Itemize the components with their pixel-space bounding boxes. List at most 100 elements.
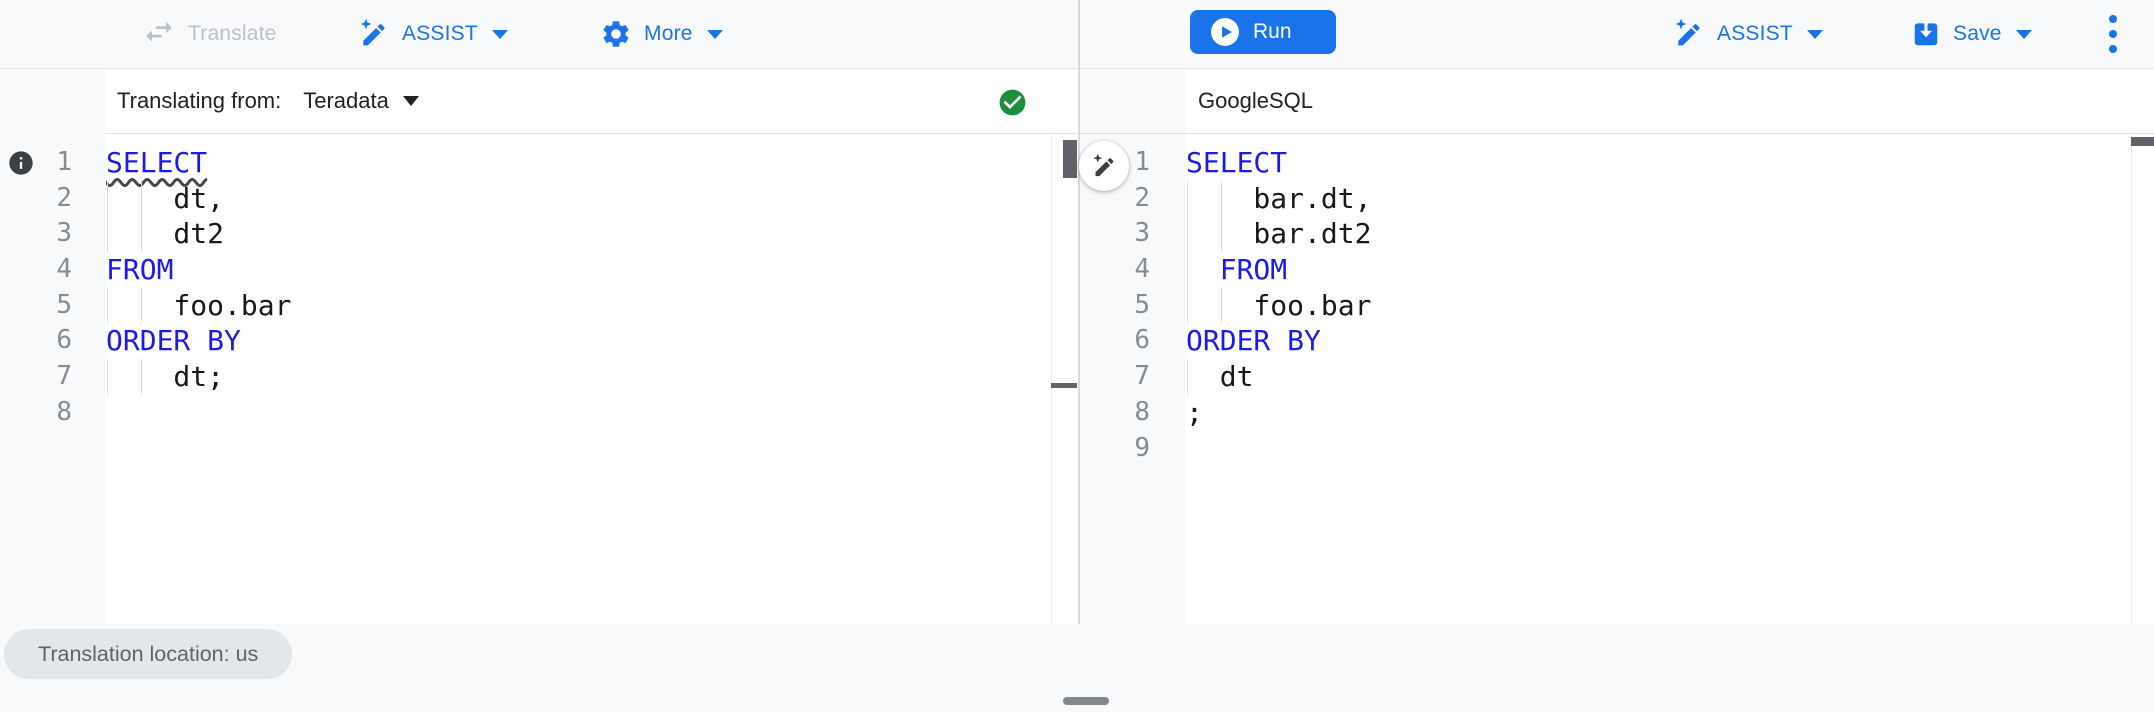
left-scrollbar-track [1051, 134, 1052, 624]
more-button[interactable]: More [600, 0, 723, 68]
code-row[interactable]: 2 dt, [0, 180, 1078, 217]
indent-guide [1187, 359, 1188, 395]
left-vertical-scrollbar-thumb[interactable] [1063, 140, 1077, 178]
overflow-menu-button[interactable] [2109, 0, 2117, 68]
assist-right-label: ASSIST [1717, 22, 1793, 45]
code-line[interactable]: dt [1186, 359, 1253, 395]
sql-text: dt; [106, 360, 225, 394]
panel-resize-handle[interactable] [1063, 697, 1109, 705]
caret-down-icon [402, 96, 419, 106]
code-row[interactable]: 8; [1080, 395, 2154, 431]
code-line[interactable]: ORDER BY [1186, 323, 1321, 359]
chevron-down-icon [2015, 29, 2032, 39]
right-vertical-scrollbar-thumb[interactable] [2131, 137, 2154, 146]
code-line[interactable]: bar.dt2 [1186, 216, 1372, 253]
indent-guide [107, 359, 108, 395]
sql-text: dt [1186, 360, 1254, 394]
save-arrow-icon [1911, 19, 1941, 49]
line-number: 1 [56, 147, 72, 177]
sql-keyword: ORDER BY [106, 324, 241, 358]
save-label: Save [1953, 22, 2002, 45]
indent-guide [140, 180, 142, 217]
indent-guide [1220, 287, 1222, 324]
code-line[interactable]: ; [1186, 395, 1203, 431]
code-line[interactable]: dt, [106, 180, 224, 217]
info-circle-icon [7, 149, 35, 177]
line-number: 8 [1134, 396, 1150, 427]
chevron-down-icon [491, 29, 508, 39]
line-info-annotation[interactable] [7, 149, 35, 177]
line-number: 5 [1134, 289, 1150, 320]
pane-divider[interactable] [1078, 0, 1080, 624]
code-row[interactable]: 5 foo.bar [0, 287, 1078, 324]
line-number: 3 [1134, 218, 1150, 249]
assist-left-label: ASSIST [402, 22, 478, 45]
translate-label: Translate [188, 22, 277, 45]
code-row[interactable]: 8 [0, 395, 1078, 431]
sql-text: bar.dt2 [1186, 217, 1372, 251]
indent-guide [107, 216, 108, 253]
code-line[interactable]: foo.bar [106, 287, 292, 324]
code-line[interactable]: dt2 [106, 216, 225, 253]
check-circle-icon [997, 87, 1028, 118]
code-row[interactable]: 6 ORDER BY [1080, 323, 2154, 359]
source-dialect-dropdown[interactable]: Teradata [303, 88, 419, 114]
code-row[interactable]: 9 [1080, 431, 2154, 467]
sql-text: foo.bar [106, 288, 292, 322]
kebab-vertical-icon [2109, 15, 2117, 23]
code-row[interactable]: 4 FROM [1080, 252, 2154, 288]
indent-guide [1187, 252, 1188, 288]
target-editor-surface [1185, 69, 2154, 624]
sql-text: dt2 [106, 217, 225, 251]
code-row[interactable]: 1 SELECT [1080, 145, 2154, 181]
code-line[interactable]: dt; [106, 359, 224, 395]
line-number: 2 [56, 182, 72, 213]
code-line[interactable]: SELECT [106, 145, 207, 181]
code-row[interactable]: 7 dt; [0, 359, 1078, 395]
code-line[interactable]: SELECT [1186, 145, 1287, 181]
line-number: 7 [1134, 361, 1150, 392]
code-row[interactable]: 3 bar.dt2 [1080, 216, 2154, 253]
code-line[interactable]: bar.dt, [1186, 180, 1371, 217]
line-number: 6 [1134, 325, 1150, 356]
magic-pen-icon [1673, 18, 1705, 50]
indent-guide [1187, 216, 1188, 253]
translation-valid-badge [997, 87, 1028, 118]
target-pane-header: GoogleSQL [1198, 69, 1313, 133]
line-number: 8 [56, 396, 72, 427]
translate-button[interactable]: Translate [142, 0, 277, 68]
run-button[interactable]: Run [1190, 10, 1336, 54]
more-label: More [644, 22, 693, 45]
sql-keyword: SELECT [1186, 146, 1288, 179]
chevron-down-icon [706, 29, 723, 39]
assist-right-button[interactable]: ASSIST [1673, 0, 1823, 68]
assist-left-button[interactable]: ASSIST [358, 0, 508, 68]
translation-location-chip: Translation location: us [4, 629, 293, 679]
line-number: 1 [1134, 147, 1150, 177]
code-row[interactable]: 2 bar.dt, [1080, 180, 2154, 217]
run-label: Run [1253, 20, 1292, 43]
code-row[interactable]: 7 dt [1080, 359, 2154, 395]
inline-assist-button[interactable] [1079, 141, 1129, 191]
code-line[interactable]: FROM [1186, 252, 1287, 288]
magic-pen-icon [1091, 153, 1118, 180]
code-line[interactable]: ORDER BY [106, 323, 241, 359]
right-scrollbar-track [2131, 134, 2132, 624]
code-row[interactable]: 1 SELECT [0, 145, 1078, 181]
sql-keyword: FROM [1186, 253, 1288, 287]
code-row[interactable]: 5 foo.bar [1080, 287, 2154, 324]
code-row[interactable]: 3 dt2 [0, 216, 1078, 253]
magic-pen-icon [358, 18, 390, 50]
code-line[interactable]: FROM [106, 252, 173, 288]
indent-guide [1187, 287, 1188, 324]
sql-keyword: SELECT [106, 146, 208, 179]
indent-guide [1220, 216, 1222, 253]
code-line[interactable]: foo.bar [1186, 287, 1371, 324]
translation-location-text: Translation location: us [38, 641, 259, 666]
save-button[interactable]: Save [1911, 0, 2032, 68]
